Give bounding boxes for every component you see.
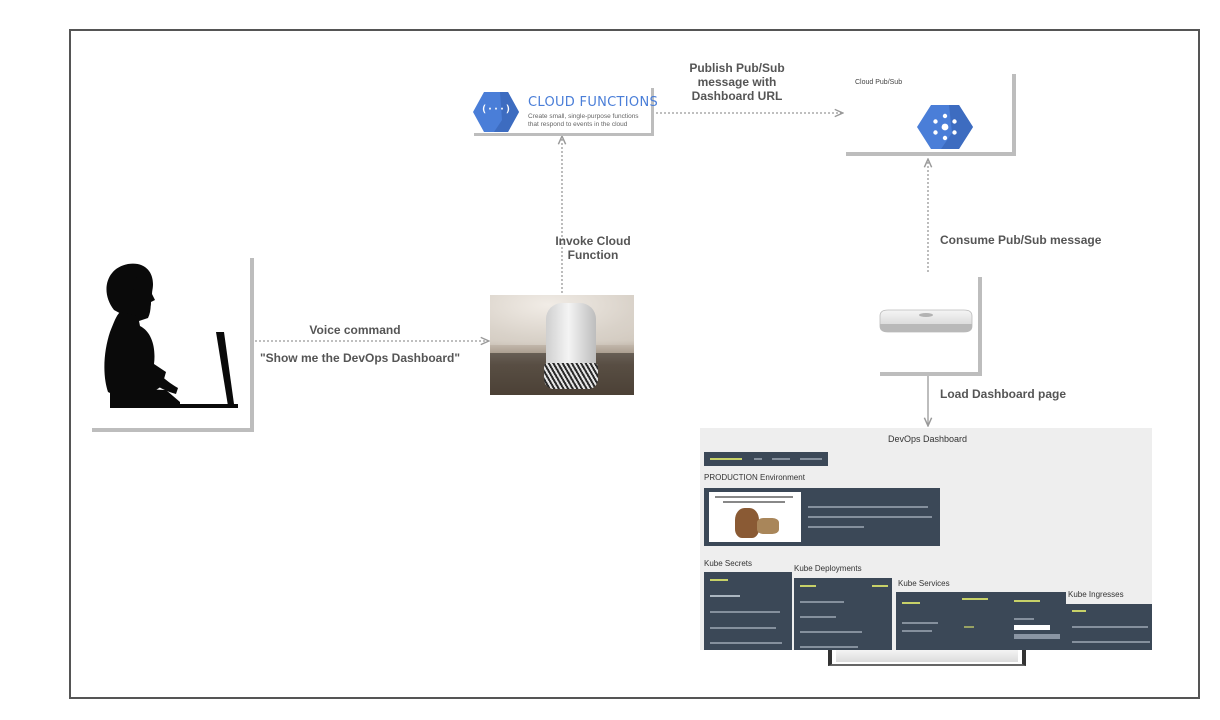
diagram-frame <box>69 29 1200 699</box>
dashboard-kube-secrets-panel <box>704 572 792 650</box>
dashboard-kube-secrets-heading: Kube Secrets <box>704 559 753 568</box>
cloud-functions-title: CLOUD FUNCTIONS <box>528 95 659 110</box>
cloud-pubsub-caption: Cloud Pub/Sub <box>855 79 903 86</box>
dashboard-kube-services-heading: Kube Services <box>898 579 950 588</box>
cloud-pubsub-box <box>846 74 1016 156</box>
label-consume-message: Consume Pub/Sub message <box>940 233 1102 247</box>
dashboard-kube-services-panel <box>896 592 1066 650</box>
label-invoke-cloud-function: Invoke Cloud Function <box>555 234 631 262</box>
dashboard-nav-bar <box>704 452 828 466</box>
device-body <box>546 303 596 373</box>
dashboard-kube-deployments-panel <box>794 578 892 650</box>
device-base <box>544 363 598 389</box>
cloud-functions-icon <box>473 92 519 132</box>
dashboard-production-heading: PRODUCTION Environment <box>704 473 805 482</box>
label-voice-command: Voice command <box>309 323 401 337</box>
dashboard-production-panel <box>704 488 940 546</box>
cloud-functions-box <box>474 88 654 136</box>
google-home-photo <box>490 295 634 395</box>
label-voice-quote: "Show me the DevOps Dashboard" <box>259 351 461 365</box>
dashboard-video-thumbnail <box>709 492 801 542</box>
cloud-functions-icon-glyph: (···) <box>480 104 512 115</box>
dashboard-kube-deployments-heading: Kube Deployments <box>794 564 862 573</box>
monitor-base <box>836 650 1018 662</box>
dashboard-kube-ingresses-heading: Kube Ingresses <box>1068 590 1124 599</box>
mac-mini-box <box>880 277 982 376</box>
dashboard-title: DevOps Dashboard <box>888 434 968 444</box>
cloud-pubsub-icon <box>917 105 973 149</box>
label-load-dashboard: Load Dashboard page <box>940 387 1067 401</box>
person-at-laptop-icon <box>104 263 238 408</box>
cloud-functions-description: Create small, single-purpose functions t… <box>528 113 639 128</box>
user-box <box>92 258 254 432</box>
dashboard-screen: DevOps Dashboard PRODUCTION Environment … <box>700 428 1152 650</box>
dashboard-kube-ingresses-panel <box>1066 604 1152 650</box>
monitor-stand <box>828 650 1026 666</box>
mac-mini-icon <box>879 309 973 333</box>
label-publish-message: Publish Pub/Sub message with Dashboard U… <box>689 61 785 103</box>
